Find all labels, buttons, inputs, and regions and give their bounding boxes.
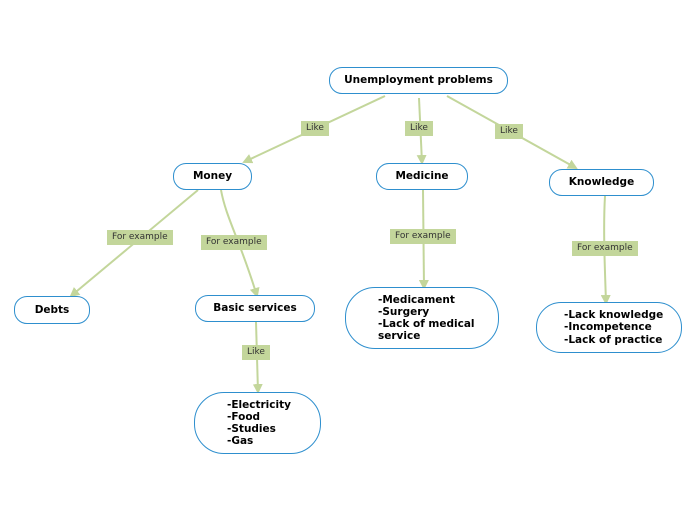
list-item: -Studies bbox=[227, 423, 276, 435]
node-label: Unemployment problems bbox=[344, 74, 493, 87]
list-item: -Food bbox=[227, 410, 261, 423]
list-item: -Lack of medical bbox=[378, 318, 475, 330]
list-item: service bbox=[378, 330, 421, 343]
knowledge-list: -Lack knowledge -Incompetence -Lack of p… bbox=[564, 309, 663, 345]
node-medicine[interactable]: Medicine bbox=[376, 163, 468, 190]
list-item: -Surgery bbox=[378, 305, 430, 318]
edge-label-money-basic: For example bbox=[201, 235, 267, 250]
node-knowledge-list[interactable]: -Lack knowledge -Incompetence -Lack of p… bbox=[536, 302, 682, 353]
edge-label-knowledge-items: For example bbox=[572, 241, 638, 256]
node-knowledge[interactable]: Knowledge bbox=[549, 169, 654, 196]
edge-money-basic bbox=[220, 189, 260, 298]
node-label: Knowledge bbox=[568, 176, 635, 189]
edge-label-root-medicine: Like bbox=[405, 121, 433, 136]
list-item: -Lack of practice bbox=[564, 333, 663, 346]
node-medical-list[interactable]: -Medicament -Surgery -Lack of medical se… bbox=[345, 287, 499, 349]
list-item: -Incompetence bbox=[564, 321, 652, 334]
node-utilities-list[interactable]: -Electricity -Food -Studies -Gas bbox=[194, 392, 321, 454]
node-label: Medicine bbox=[395, 170, 449, 183]
list-item: -Lack knowledge bbox=[564, 309, 664, 322]
list-item: -Medicament bbox=[378, 293, 455, 306]
node-label: Debts bbox=[34, 303, 70, 316]
edge-label-medicine-items: For example bbox=[390, 229, 456, 244]
edge-label-root-knowledge: Like bbox=[495, 124, 523, 139]
utilities-list: -Electricity -Food -Studies -Gas bbox=[227, 399, 291, 447]
node-debts[interactable]: Debts bbox=[14, 296, 90, 324]
node-label: Money bbox=[192, 170, 233, 183]
edge-label-root-money: Like bbox=[301, 121, 329, 136]
edge-label-money-debts: For example bbox=[107, 230, 173, 245]
node-label: Basic services bbox=[213, 302, 297, 315]
node-money[interactable]: Money bbox=[173, 163, 252, 190]
medical-list: -Medicament -Surgery -Lack of medical se… bbox=[378, 294, 475, 342]
node-basic-services[interactable]: Basic services bbox=[195, 295, 315, 322]
node-unemployment-problems[interactable]: Unemployment problems bbox=[329, 67, 508, 94]
edge-label-basic-utilities: Like bbox=[242, 345, 270, 360]
list-item: -Gas bbox=[227, 435, 254, 448]
list-item: -Electricity bbox=[227, 398, 291, 411]
